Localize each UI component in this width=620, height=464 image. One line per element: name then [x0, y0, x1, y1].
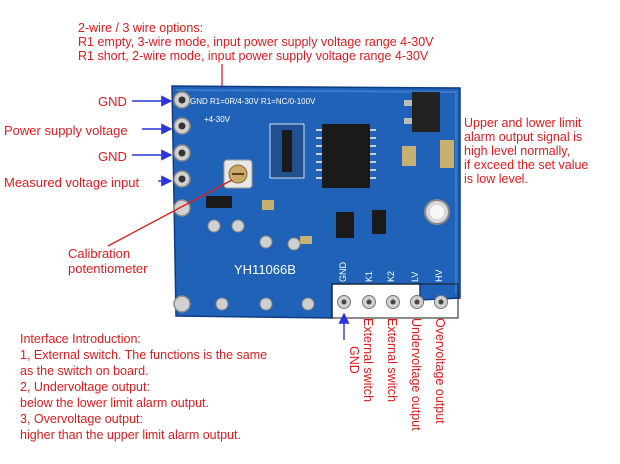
pin-label-lv: LV: [410, 272, 420, 282]
header-note-2: R1 empty, 3-wire mode, input power suppl…: [78, 35, 434, 49]
silk-side-text: +4-30V: [204, 115, 231, 124]
header-note-1: 2-wire / 3 wire options:: [78, 21, 204, 35]
voltage-regulator: [412, 92, 440, 132]
label-gnd-1: GND: [98, 94, 127, 109]
label-potentiometer: potentiometer: [68, 261, 148, 276]
vlabel-undervoltage: Undervoltage output: [409, 318, 423, 431]
intro-line-6: 3, Overvoltage output:: [20, 412, 143, 426]
right-note-3: high level normally,: [464, 144, 571, 158]
intro-line-5: below the lower limit alarm output.: [20, 396, 209, 410]
calibration-pointer: [107, 179, 233, 247]
pin-label-gnd: GND: [338, 262, 348, 283]
intro-line-4: 2, Undervoltage output:: [20, 380, 150, 394]
right-note-5: is low level.: [464, 172, 528, 186]
intro-line-1: Interface Introduction:: [20, 332, 141, 346]
smd-resistor: [206, 196, 232, 208]
silk-top-text: GND R1=0R/4-30V R1=NC/0-100V: [190, 97, 316, 106]
pin-label-k2: K2: [386, 271, 396, 282]
right-note-4: if exceed the set value: [464, 158, 589, 172]
label-power-supply: Power supply voltage: [4, 123, 128, 138]
label-gnd-2: GND: [98, 149, 127, 164]
vlabel-external-switch-1: External switch: [361, 318, 375, 402]
vlabel-external-switch-2: External switch: [385, 318, 399, 402]
board-model: YH11066B: [234, 262, 296, 277]
label-calibration: Calibration: [68, 246, 131, 261]
main-ic: [322, 124, 370, 188]
right-note-1: Upper and lower limit: [464, 116, 582, 130]
output-header: [331, 283, 459, 319]
intro-line-3: as the switch on board.: [20, 364, 149, 378]
intro-line-2: 1, External switch. The functions is the…: [20, 348, 268, 362]
label-measured-input: Measured voltage input: [4, 175, 140, 190]
header-note-3: R1 short, 2-wire mode, input power suppl…: [78, 49, 429, 63]
intro-line-7: higher than the upper limit alarm output…: [20, 428, 241, 442]
vlabel-overvoltage: Overvoltage output: [433, 318, 447, 424]
right-note-2: alarm output signal is: [464, 130, 583, 144]
vlabel-gnd: GND: [347, 346, 361, 374]
pin-label-k1: K1: [364, 271, 374, 282]
pin-label-hv: HV: [434, 269, 444, 282]
